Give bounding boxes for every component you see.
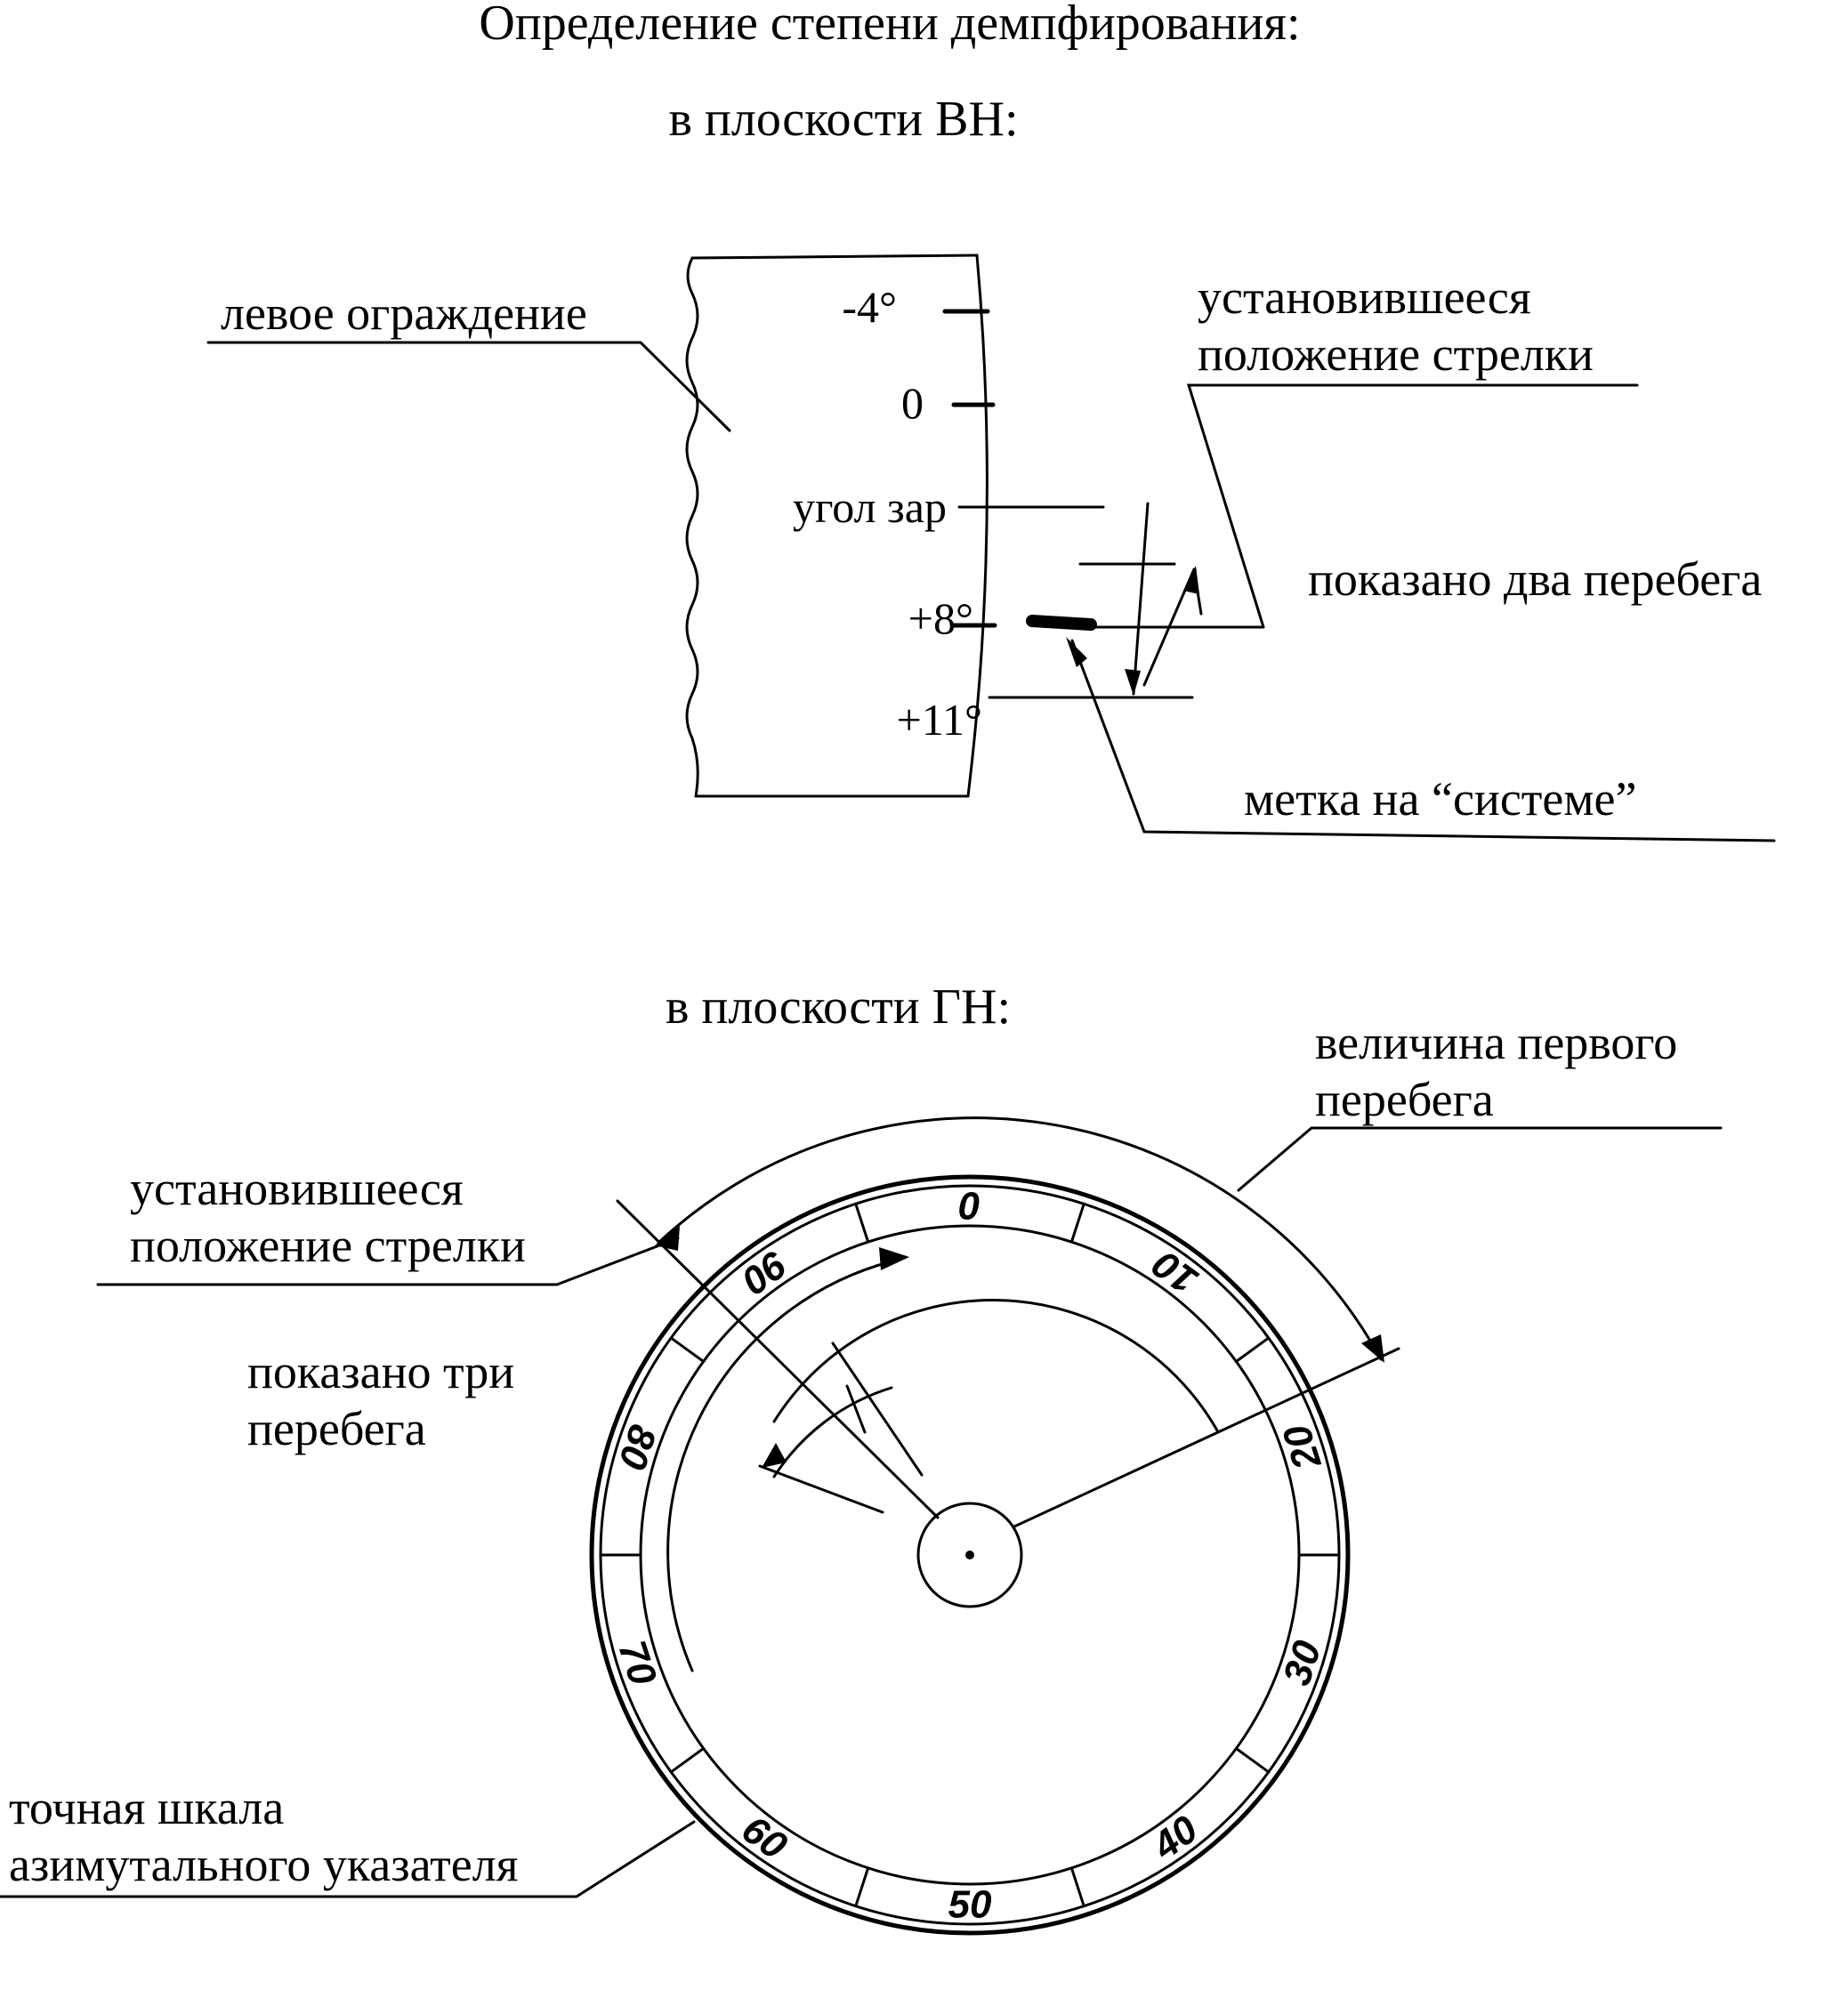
dial-number: 30: [1275, 1635, 1330, 1690]
page-title: Определение степени демпфирования:: [479, 0, 1300, 51]
system-mark-arrowhead: [1066, 637, 1087, 667]
dial-center-hub: [916, 1502, 1023, 1608]
first-overshoot-arrow: [1132, 502, 1150, 696]
overshoot-arc-1: [666, 1260, 893, 1672]
gn-steady-label-line2: положение стрелки: [130, 1219, 526, 1272]
system-mark-label: метка на “системе”: [1244, 772, 1636, 826]
fine-scale-leader: [0, 1820, 696, 1898]
first-overshoot-arc-end-arrow: [1361, 1334, 1384, 1363]
first-overshoot-pointer: [1013, 1347, 1400, 1528]
dial-division-tick: [854, 1866, 870, 1908]
three-overshoots-label-line2: перебега: [247, 1402, 426, 1455]
dial-number: 50: [948, 1883, 992, 1927]
dial-division-ticks: [599, 1202, 1341, 1908]
dial-division-tick: [669, 1336, 706, 1364]
first-overshoot-label-line2: перебега: [1315, 1073, 1494, 1126]
dial-division-tick: [669, 1746, 706, 1774]
system-mark-leader: [1070, 639, 1776, 842]
left-guard-edge: [685, 256, 699, 798]
overshoot-arc-1-arrowhead: [879, 1247, 909, 1270]
scale-label-plus11: +11°: [897, 695, 982, 745]
guard-top-edge: [690, 254, 979, 260]
dial-division-tick: [1069, 1202, 1085, 1244]
scale-label-zero: 0: [901, 378, 924, 428]
dial-number: 20: [1275, 1419, 1330, 1475]
three-overshoots-label-line1: показано три: [247, 1345, 514, 1398]
scale-label-minus4: -4°: [842, 282, 897, 332]
overshoot-arc-2: [772, 1299, 1219, 1432]
dial-division-tick: [1234, 1336, 1271, 1364]
first-overshoot-arrowhead: [1125, 669, 1141, 696]
fine-scale-label-line2: азимутального указателя: [9, 1838, 518, 1891]
left-guard-leader: [206, 341, 731, 432]
two-overshoots-label: показано два перебега: [1308, 552, 1762, 606]
dial-outer-ring: [589, 1174, 1351, 1936]
dial-division-tick: [854, 1202, 870, 1244]
gn-section-title: в плоскости ГН:: [666, 979, 1011, 1035]
vn-section-title: в плоскости ВН:: [668, 92, 1018, 147]
first-overshoot-leader: [1237, 1126, 1723, 1192]
third-overshoot-pointer: [831, 1341, 924, 1477]
overshoot-arc-3: [772, 1386, 893, 1478]
vertical-scale-curve: [966, 254, 989, 798]
dial-number: 70: [609, 1636, 665, 1691]
second-overshoot-pointer: [758, 1464, 884, 1514]
vn-diagram: -4° 0 угол зар +8° +11° левое ограждение…: [206, 254, 1776, 842]
steady-position-pointer: [616, 1199, 940, 1519]
gn-steady-label-line1: установившееся: [130, 1162, 464, 1215]
dial-number: 0: [958, 1184, 980, 1228]
gn-steady-leader: [96, 1237, 680, 1286]
second-overshoot-tail: [1192, 568, 1203, 616]
overshoot-marker-tick: [845, 1384, 867, 1434]
scale-label-plus8: +8°: [908, 593, 973, 643]
vn-steady-leader: [1186, 383, 1639, 629]
system-mark: [1026, 615, 1097, 631]
dial-center-dot: [965, 1551, 974, 1559]
first-overshoot-label-line1: величина первого: [1315, 1016, 1677, 1069]
vn-steady-label-line1: установившееся: [1198, 270, 1531, 324]
dial-number: 80: [609, 1420, 665, 1475]
vn-steady-label-line2: положение стрелки: [1198, 327, 1594, 381]
dial-division-tick: [1069, 1866, 1085, 1908]
left-guard-label: левое ограждение: [221, 286, 587, 340]
scale-label-firing-angle: угол зар: [793, 482, 947, 532]
fine-scale-label-line1: точная шкала: [9, 1781, 284, 1834]
dial-division-tick: [1234, 1746, 1271, 1774]
first-overshoot-arc: [657, 1116, 1383, 1361]
overshoot-arc-3-arrowhead: [762, 1443, 787, 1468]
